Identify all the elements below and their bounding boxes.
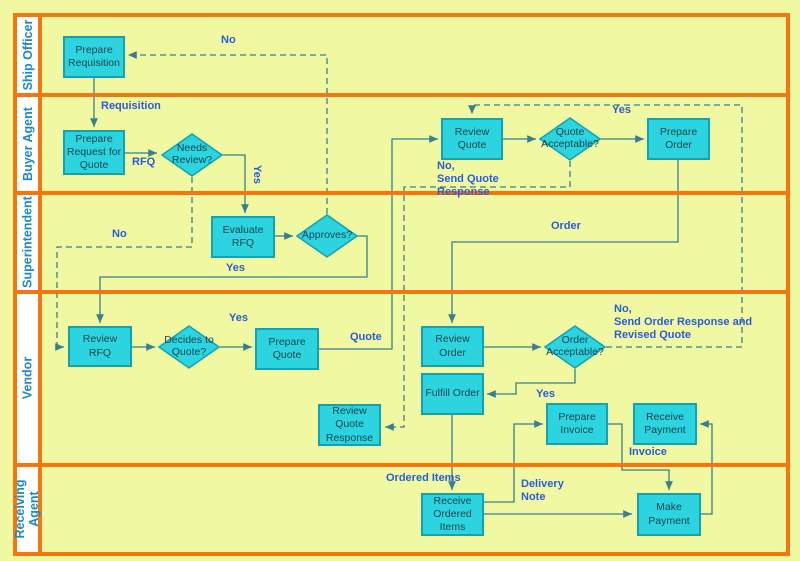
node-fulfill-order[interactable]: Fulfill Order (421, 373, 484, 415)
node-make-payment[interactable]: Make Payment (637, 493, 701, 536)
edge-label-rfq: RFQ (132, 156, 156, 168)
edge-label-ordered-items: Ordered Items (386, 472, 461, 484)
node-receive-ordered-items[interactable]: Receive Ordered Items (421, 493, 484, 536)
node-prepare-order[interactable]: Prepare Order (647, 118, 710, 160)
node-receive-payment[interactable]: Receive Payment (633, 403, 697, 445)
decision-quote-acceptable[interactable]: Quote Acceptable? (539, 117, 601, 161)
node-prepare-invoice[interactable]: Prepare Invoice (546, 403, 608, 445)
edge-label-yes-order-acceptable: Yes (536, 388, 555, 400)
edge-label-delivery-note: Delivery Note (521, 478, 564, 504)
edge-label-yes-needs-review: Yes (251, 165, 264, 184)
node-review-quote-response[interactable]: Review Quote Response (318, 404, 381, 446)
lane-label-ship-officer: Ship Officer (20, 19, 35, 91)
lane-label-receiving-agent: Receiving Agent (12, 479, 41, 539)
node-prepare-quote[interactable]: Prepare Quote (255, 328, 319, 370)
edge-label-yes-approves: Yes (226, 262, 245, 274)
node-review-rfq[interactable]: Review RFQ (68, 326, 132, 367)
lane-label-vendor: Vendor (20, 356, 35, 400)
lane-label-column (17, 17, 38, 552)
decision-needs-review[interactable]: Needs Review? (161, 133, 223, 177)
lane-boundary-2 (13, 191, 790, 195)
decision-approves-label: Approves? (301, 229, 353, 242)
lane-label-buyer-agent: Buyer Agent (20, 107, 35, 181)
edge-label-no-needs-review: No (112, 228, 127, 240)
lane-boundary-3 (13, 290, 790, 294)
edge-order-acceptable-yes (487, 369, 576, 398)
decision-order-acceptable-label: Order Acceptable? (546, 334, 604, 358)
edge-label-quote: Quote (350, 331, 382, 343)
decision-quote-acceptable-label: Quote Acceptable? (541, 126, 599, 150)
decision-needs-review-label: Needs Review? (171, 142, 213, 166)
edge-make-to-receive-payment (700, 420, 713, 515)
edge-label-no-top: No (221, 34, 236, 46)
node-prepare-request-for-quote[interactable]: Prepare Request for Quote (63, 130, 125, 175)
edge-label-yes-quote-acceptable: Yes (612, 104, 631, 116)
lane-boundary-4 (13, 463, 790, 467)
edge-send-order-response (468, 104, 743, 348)
edge-quote (319, 135, 438, 350)
edge-approves-no (128, 51, 328, 214)
edge-label-no-send-quote-response: No, Send Quote Response (437, 160, 499, 199)
decision-decides-to-quote[interactable]: Decides to Quote? (158, 325, 220, 369)
edge-label-yes-decides: Yes (229, 312, 248, 324)
decision-approves[interactable]: Approves? (296, 214, 358, 258)
lane-label-superintendent: Superintendent (20, 196, 35, 288)
lane-boundary-1 (13, 93, 790, 97)
edge-label-no-send-order-response: No, Send Order Response and Revised Quot… (614, 303, 753, 342)
edge-invoice (608, 423, 673, 490)
node-review-quote[interactable]: Review Quote (441, 118, 503, 160)
edge-order (448, 160, 679, 323)
diagram-outer-border (13, 13, 790, 556)
edge-label-requisition: Requisition (101, 100, 161, 112)
edge-label-order: Order (551, 220, 581, 232)
decision-decides-to-quote-label: Decides to Quote? (164, 334, 214, 358)
decision-order-acceptable[interactable]: Order Acceptable? (544, 325, 606, 369)
edge-needs-review-no (55, 177, 193, 351)
node-evaluate-rfq[interactable]: Evaluate RFQ (211, 216, 275, 258)
edge-label-invoice: Invoice (629, 446, 667, 458)
lane-label-divider (38, 13, 42, 556)
node-review-order[interactable]: Review Order (421, 326, 484, 367)
edge-send-quote-response (385, 161, 571, 431)
node-prepare-requisition[interactable]: Prepare Requisition (63, 36, 125, 78)
